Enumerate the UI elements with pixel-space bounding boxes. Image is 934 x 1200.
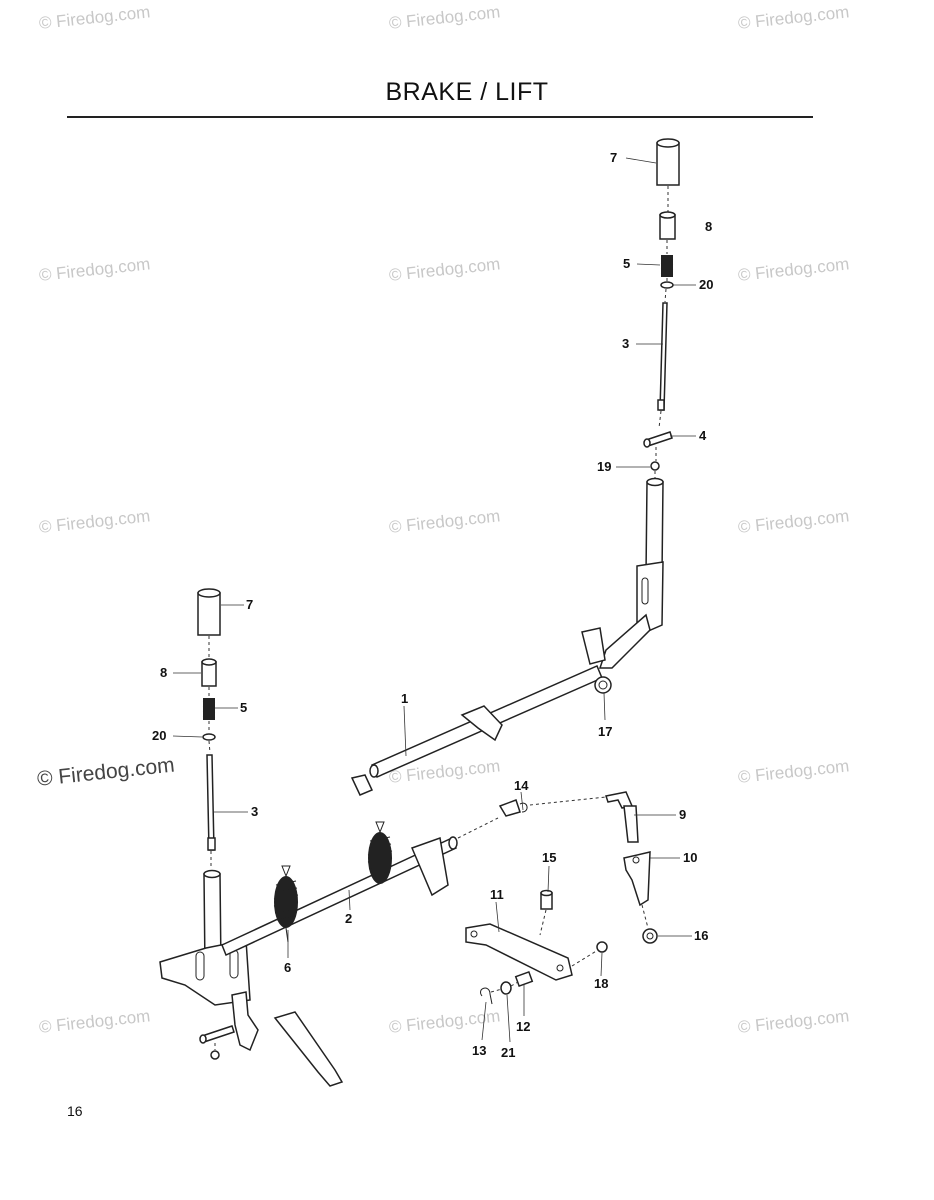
- callout-12: 12: [516, 1019, 530, 1034]
- callout-3: 3: [251, 804, 258, 819]
- part-8-bushing-right: [659, 211, 676, 240]
- callout-19: 19: [597, 459, 611, 474]
- callout-7: 7: [610, 150, 617, 165]
- callout-4: 4: [699, 428, 707, 443]
- part-11-brake-bar: [465, 923, 573, 981]
- callout-6: 6: [284, 960, 291, 975]
- part-9-link: [605, 791, 639, 843]
- callout-20: 20: [699, 277, 713, 292]
- page-number: 16: [67, 1103, 83, 1119]
- part-7-sleeve-left: [197, 588, 221, 636]
- page-title: BRAKE / LIFT: [385, 78, 549, 106]
- title-rule: [67, 116, 813, 118]
- callout-11: 11: [490, 887, 504, 902]
- part-10-bracket: [623, 851, 651, 907]
- callout-7: 7: [246, 597, 253, 612]
- shaft-bracket: [410, 836, 449, 897]
- callout-15: 15: [542, 850, 556, 865]
- part-3-rod-left: [206, 754, 216, 851]
- part-19-nut-right: [650, 461, 660, 471]
- leader-lines: [172, 157, 696, 1043]
- part-15-bolt: [540, 889, 553, 910]
- callout-20: 20: [152, 728, 166, 743]
- part-17-nut: [594, 676, 612, 694]
- callout-3: 3: [622, 336, 629, 351]
- callout-8: 8: [160, 665, 167, 680]
- part-5-spring-left: [202, 698, 216, 720]
- part-20-washer-left: [202, 733, 216, 741]
- callout-16: 16: [694, 928, 708, 943]
- nut-left: [210, 1050, 220, 1060]
- part-12-pin: [514, 970, 534, 988]
- callout-labels: 7 8 5 20 3 4 19 17 1 7 8 5 20 3 14 9 10 …: [152, 150, 713, 1060]
- part-20-washer-right: [660, 281, 674, 289]
- callout-8: 8: [705, 219, 712, 234]
- lift-arm-right: [581, 477, 664, 669]
- part-16-nut: [642, 928, 658, 944]
- callout-18: 18: [594, 976, 608, 991]
- pin-left: [199, 1025, 235, 1044]
- callout-1: 1: [401, 691, 408, 706]
- part-4-pin-right: [643, 431, 673, 448]
- callout-10: 10: [683, 850, 697, 865]
- part-18-nut: [596, 941, 608, 953]
- part-21-washer: [500, 981, 512, 995]
- part-13-cotter-pin: [480, 987, 493, 1005]
- part-1-cross-shaft: [350, 665, 603, 796]
- callout-17: 17: [598, 724, 612, 739]
- callout-2: 2: [345, 911, 352, 926]
- callout-9: 9: [679, 807, 686, 822]
- callout-5: 5: [240, 700, 247, 715]
- part-6-spring-right: [367, 821, 393, 884]
- part-5-spring-right: [660, 255, 674, 277]
- part-14-clip: [498, 799, 528, 817]
- part-7-sleeve-right: [656, 138, 680, 186]
- lift-arm-left: [159, 869, 344, 1087]
- callout-21: 21: [501, 1045, 515, 1060]
- callout-14: 14: [514, 778, 529, 793]
- part-3-rod-right: [657, 302, 668, 411]
- part-8-bushing-left: [201, 658, 217, 687]
- callout-5: 5: [623, 256, 630, 271]
- callout-13: 13: [472, 1043, 486, 1058]
